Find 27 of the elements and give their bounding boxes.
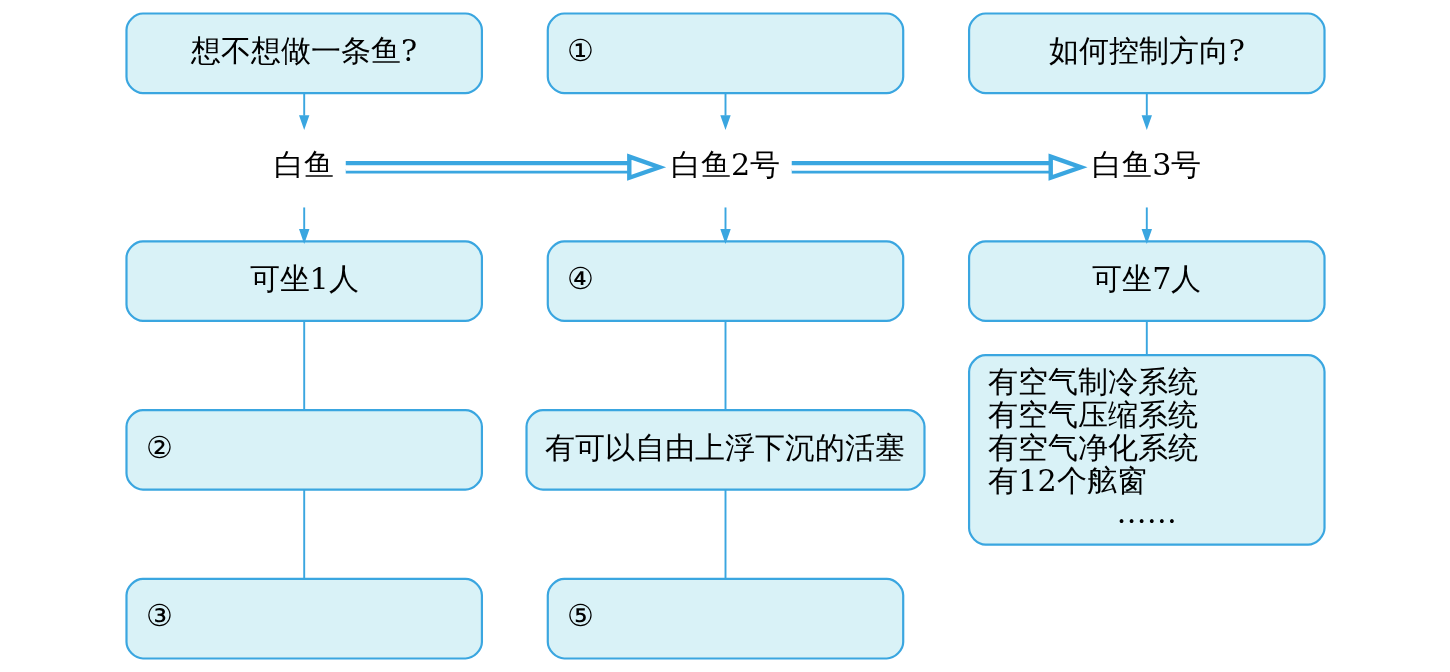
arrow	[298, 206, 309, 244]
node-text: 白鱼2号	[670, 146, 780, 182]
arrow	[345, 153, 666, 181]
node-box: 如何控制方向?	[967, 12, 1326, 95]
node-text: 白鱼3号	[1091, 146, 1201, 182]
arrow	[719, 92, 731, 131]
node-box: 可坐7人	[967, 240, 1326, 322]
node-box: 有空气制冷系统 有空气压缩系统 有空气净化系统 有12个舷窗 ……	[967, 354, 1326, 546]
arrow	[791, 153, 1088, 181]
arrow	[1141, 206, 1152, 244]
arrow	[298, 92, 309, 131]
node-box: 可坐1人	[124, 240, 483, 322]
connector	[1145, 320, 1148, 356]
node-box: ⑤	[546, 577, 904, 660]
arrow	[719, 206, 731, 244]
node-box: 想不想做一条鱼?	[124, 12, 483, 95]
connector	[724, 320, 726, 411]
node-box: ④	[546, 240, 904, 322]
connector	[302, 320, 305, 411]
connector	[302, 488, 305, 580]
node-box: ①	[546, 12, 904, 95]
node-text: 白鱼	[273, 146, 334, 182]
arrow	[1141, 92, 1152, 131]
node-box: 有可以自由上浮下沉的活塞	[524, 409, 926, 491]
node-box: ③	[124, 577, 483, 660]
connector	[724, 488, 726, 580]
node-box: ②	[124, 409, 483, 491]
